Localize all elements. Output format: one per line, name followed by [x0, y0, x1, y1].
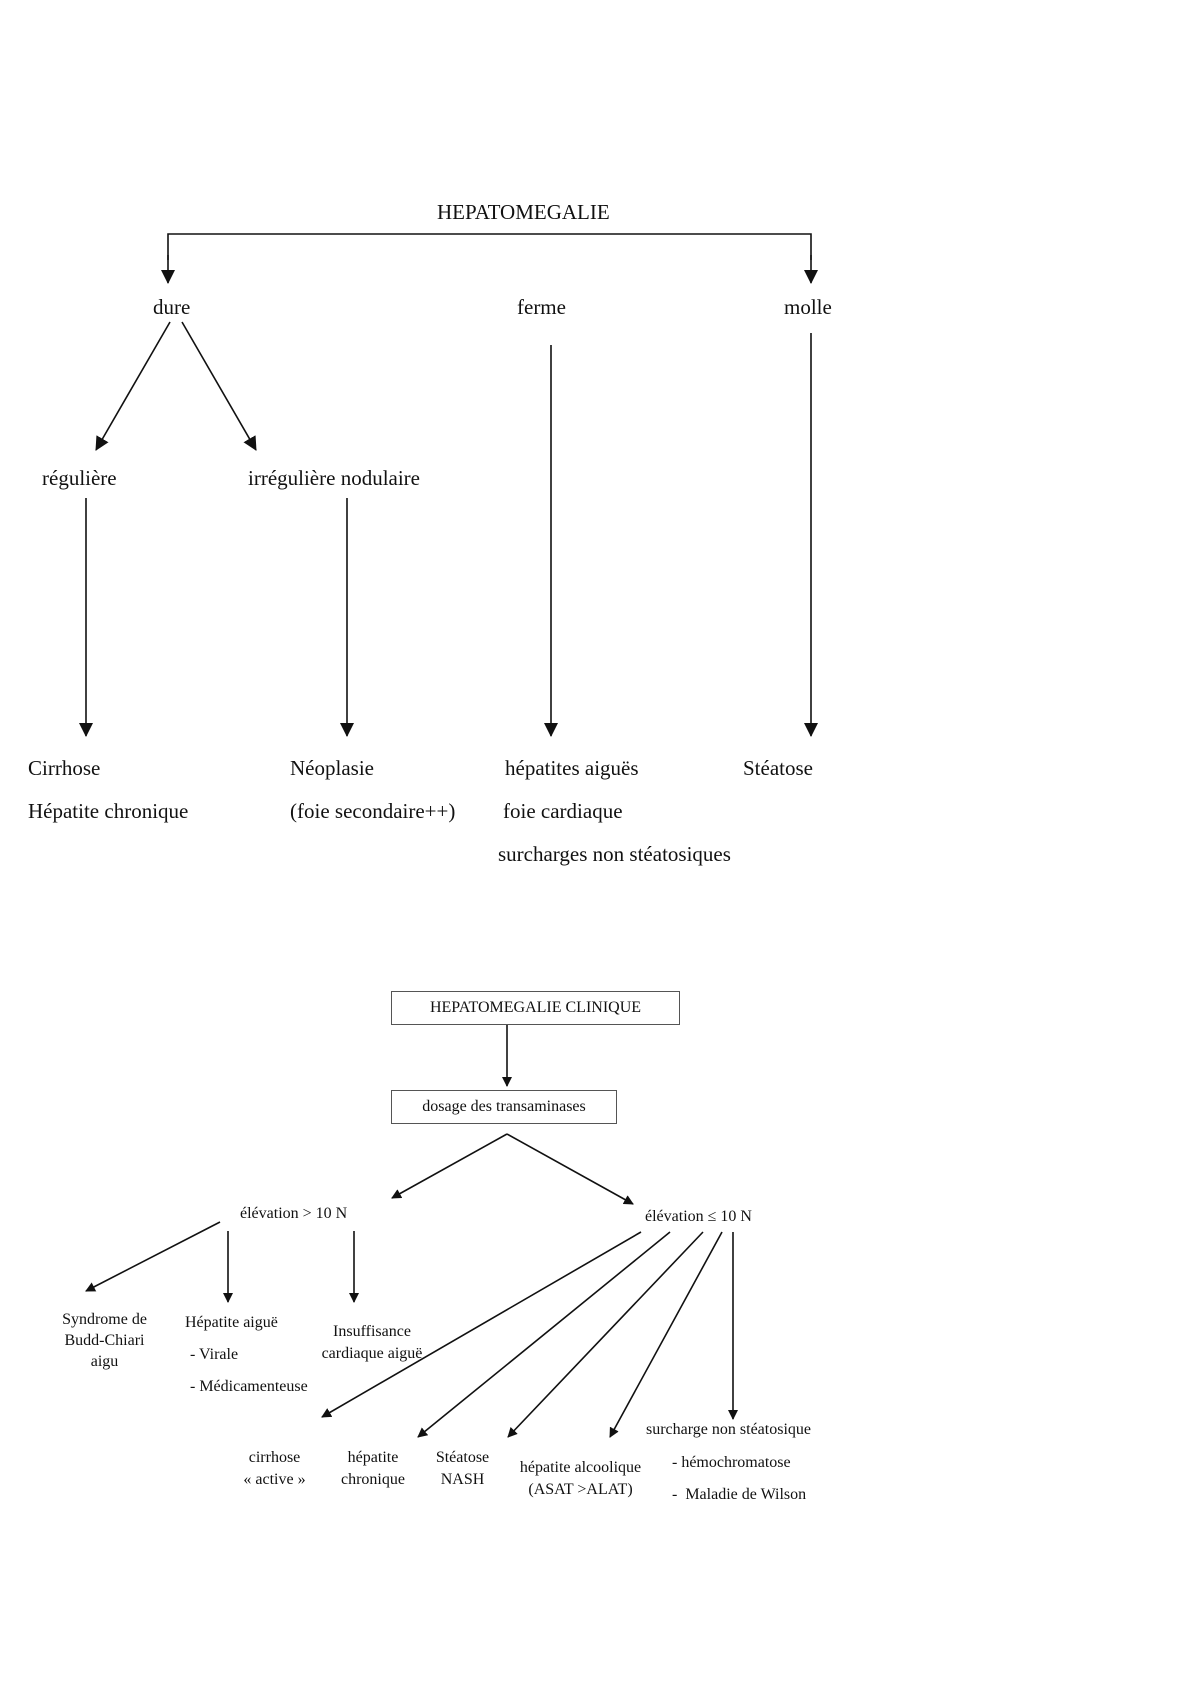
result-foie-cardiaque: foie cardiaque: [503, 799, 623, 823]
node-medicamenteuse: - Médicamenteuse: [190, 1378, 308, 1395]
hepatite-alcoolique-line-2: (ASAT >ALAT): [528, 1481, 633, 1498]
result-hepatite-chronique: Hépatite chronique: [28, 799, 189, 823]
cirrhose-active-line-1: cirrhose: [248, 1449, 301, 1466]
node-ferme: ferme: [517, 295, 566, 319]
result-cirrhose: Cirrhose: [28, 756, 101, 780]
arrow-to-elev-high: [391, 1133, 508, 1199]
box-dosage-transaminases: dosage des transaminases: [391, 1090, 617, 1124]
arrow-to-hepatite-alcoolique: [609, 1231, 723, 1438]
hepatite-alcoolique-line-1: hépatite alcoolique: [519, 1459, 642, 1476]
node-surcharge: surcharge non stéatosique: [646, 1421, 811, 1438]
root-node-hepatomegalie: HEPATOMEGALIE: [437, 200, 610, 224]
budd-chiari-line-3: aigu: [90, 1353, 119, 1370]
node-reguliere: régulière: [42, 466, 117, 490]
arrow-to-steatose-nash: [507, 1231, 704, 1438]
node-elevation-high: élévation > 10 N: [240, 1205, 348, 1222]
result-hepatites-aigues: hépatites aiguës: [505, 756, 639, 780]
node-hemochromatose: - hémochromatose: [672, 1454, 791, 1471]
node-molle: molle: [784, 295, 832, 319]
node-elevation-low: élévation ≤ 10 N: [645, 1208, 752, 1225]
node-hepatite-chronique: hépatite chronique: [328, 1447, 418, 1491]
node-dure: dure: [153, 295, 191, 319]
result-neoplasie: Néoplasie: [290, 756, 374, 780]
steatose-nash-line-1: Stéatose: [435, 1449, 490, 1466]
connector-root-bracket: [167, 233, 812, 260]
node-cirrhose-active: cirrhose « active »: [227, 1447, 322, 1491]
arrow-to-irreguliere: [181, 321, 257, 451]
arrow-to-hepatite-chronique: [417, 1231, 671, 1438]
insuffisance-line-1: Insuffisance: [333, 1323, 411, 1340]
arrow-to-elev-low: [506, 1133, 634, 1205]
result-surcharges: surcharges non stéatosiques: [498, 842, 731, 866]
steatose-nash-line-2: NASH: [440, 1471, 485, 1488]
budd-chiari-line-2: Budd-Chiari: [64, 1332, 145, 1349]
result-steatose: Stéatose: [743, 756, 813, 780]
insuffisance-line-2: cardiaque aiguë: [321, 1345, 423, 1362]
node-insuffisance-cardiaque: Insuffisance cardiaque aiguë: [307, 1321, 437, 1365]
hepatite-chronique-line-2: chronique: [341, 1471, 405, 1488]
result-foie-secondaire: (foie secondaire++): [290, 799, 456, 823]
node-hepatite-alcoolique: hépatite alcoolique (ASAT >ALAT): [503, 1457, 658, 1501]
arrow-to-budd-chiari: [85, 1221, 221, 1292]
arrow-to-reguliere: [95, 321, 171, 451]
budd-chiari-line-1: Syndrome de: [62, 1311, 147, 1328]
node-steatose-nash: Stéatose NASH: [425, 1447, 500, 1491]
node-maladie-wilson: - Maladie de Wilson: [672, 1486, 807, 1503]
node-irreguliere-nodulaire: irrégulière nodulaire: [248, 466, 420, 490]
box-hepatomegalie-clinique: HEPATOMEGALIE CLINIQUE: [391, 991, 680, 1025]
arrow-to-cirrhose-active: [321, 1231, 642, 1418]
cirrhose-active-line-2: « active »: [243, 1471, 306, 1488]
node-hepatite-aigue: Hépatite aiguë: [185, 1314, 278, 1331]
node-budd-chiari: Syndrome de Budd-Chiari aigu: [52, 1309, 157, 1372]
hepatite-chronique-line-1: hépatite: [347, 1449, 399, 1466]
node-virale: - Virale: [190, 1346, 239, 1363]
